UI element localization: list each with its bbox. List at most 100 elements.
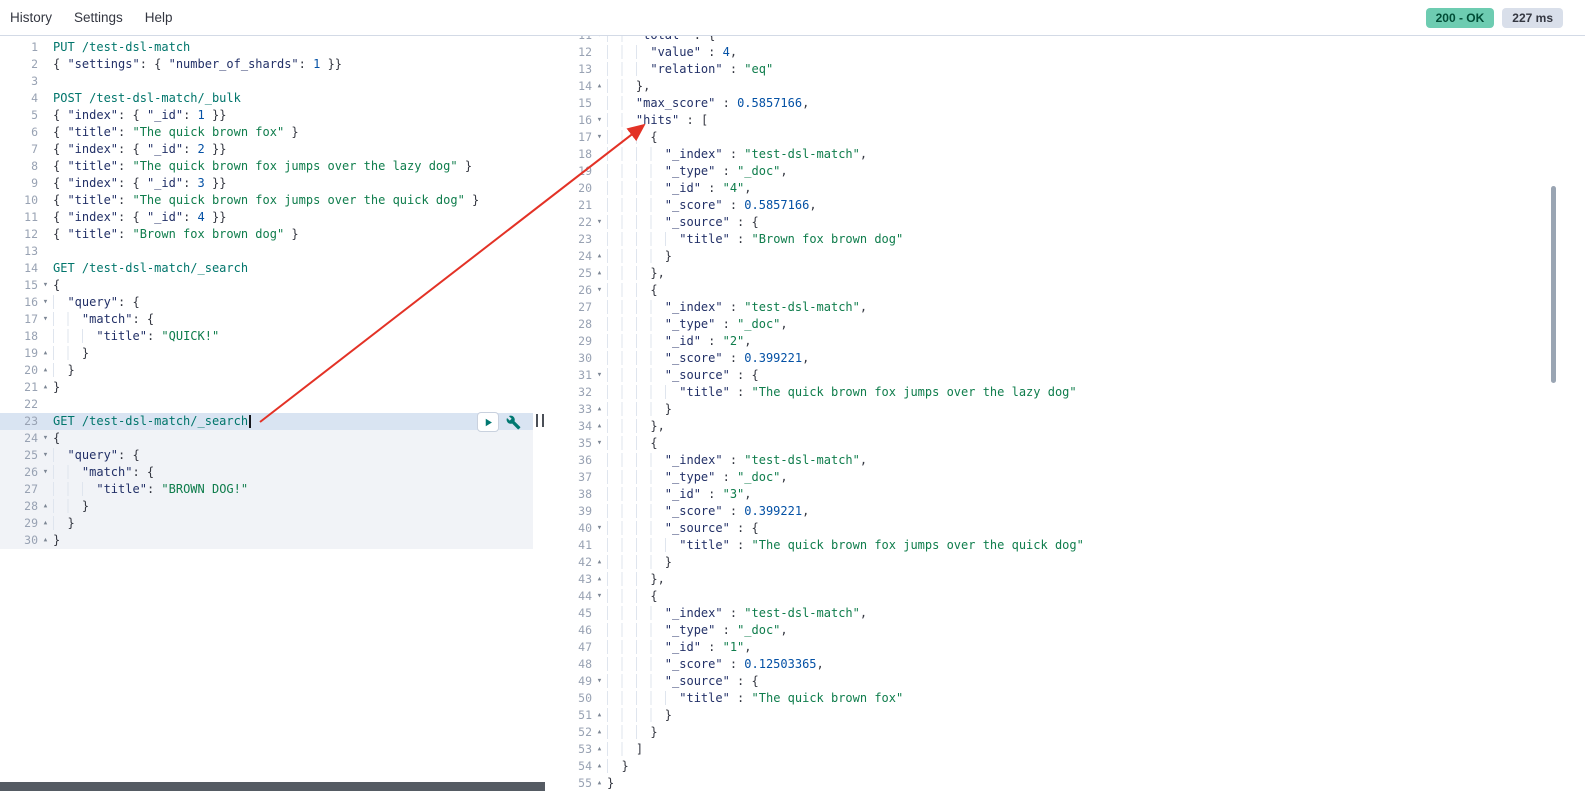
fold-close-icon[interactable]: ▴ (596, 727, 603, 737)
code-line[interactable]: 16▾ "query": { (0, 294, 533, 311)
fold-open-icon[interactable]: ▾ (596, 523, 603, 533)
code-text[interactable]: } (53, 362, 533, 379)
code-text[interactable]: { "index": { "_id": 2 }} (53, 142, 227, 156)
fold-open-icon[interactable]: ▾ (596, 676, 603, 686)
fold-open-icon[interactable]: ▾ (42, 467, 49, 477)
code-line[interactable]: 2{ "settings": { "number_of_shards": 1 }… (0, 56, 533, 73)
fold-close-icon[interactable]: ▴ (596, 761, 603, 771)
fold-close-icon[interactable]: ▴ (596, 710, 603, 720)
fold-open-icon[interactable]: ▾ (596, 591, 603, 601)
code-text[interactable]: POST /test-dsl-match/_bulk (53, 91, 241, 105)
code-text[interactable]: "title": "BROWN DOG!" (53, 481, 533, 498)
code-line[interactable]: 8{ "title": "The quick brown fox jumps o… (0, 158, 533, 175)
code-text[interactable]: "query": { (53, 447, 533, 464)
fold-open-icon[interactable]: ▾ (42, 314, 49, 324)
code-text[interactable]: PUT /test-dsl-match (53, 40, 191, 54)
code-text[interactable]: } (53, 498, 533, 515)
code-line[interactable]: 24▾{ (0, 430, 533, 447)
code-line[interactable]: 30▴} (0, 532, 533, 549)
code-line[interactable]: 6{ "title": "The quick brown fox" } (0, 124, 533, 141)
code-line[interactable]: 18 "title": "QUICK!" (0, 328, 533, 345)
code-line[interactable]: 26▾ "match": { (0, 464, 533, 481)
panel-resize-handle[interactable] (536, 414, 544, 427)
fold-open-icon[interactable]: ▾ (42, 433, 49, 443)
fold-close-icon[interactable]: ▴ (42, 501, 49, 511)
fold-open-icon[interactable]: ▾ (596, 115, 603, 125)
code-line[interactable]: 19▴ } (0, 345, 533, 362)
fold-open-icon[interactable]: ▾ (596, 132, 603, 142)
fold-open-icon[interactable]: ▾ (596, 217, 603, 227)
code-line[interactable]: 9{ "index": { "_id": 3 }} (0, 175, 533, 192)
menu-help[interactable]: Help (144, 10, 173, 25)
code-text[interactable]: "query": { (53, 294, 533, 311)
fold-open-icon[interactable]: ▾ (596, 370, 603, 380)
fold-close-icon[interactable]: ▴ (596, 744, 603, 754)
fold-close-icon[interactable]: ▴ (596, 574, 603, 584)
code-text[interactable]: { "title": "The quick brown fox jumps ov… (53, 159, 473, 173)
menu-history[interactable]: History (10, 10, 53, 25)
fold-open-icon[interactable]: ▾ (596, 438, 603, 448)
horizontal-scrollbar[interactable] (0, 782, 545, 791)
code-line[interactable]: 22 (0, 396, 533, 413)
fold-close-icon[interactable]: ▴ (42, 348, 49, 358)
code-line[interactable]: 7{ "index": { "_id": 2 }} (0, 141, 533, 158)
code-text[interactable]: { "settings": { "number_of_shards": 1 }} (53, 57, 343, 71)
code-line[interactable]: 29▴ } (0, 515, 533, 532)
code-line[interactable]: 21▴} (0, 379, 533, 396)
code-text[interactable]: GET /test-dsl-match/_search (53, 261, 249, 275)
fold-open-icon[interactable]: ▾ (42, 280, 49, 290)
fold-close-icon[interactable]: ▴ (42, 382, 49, 392)
fold-close-icon[interactable]: ▴ (596, 421, 603, 431)
code-text[interactable]: "match": { (53, 464, 533, 481)
code-text[interactable] (53, 73, 533, 90)
code-line[interactable]: 15▾{ (0, 277, 533, 294)
request-settings-button[interactable] (506, 415, 521, 430)
code-line[interactable]: 11{ "index": { "_id": 4 }} (0, 209, 533, 226)
code-text[interactable]: } (53, 345, 533, 362)
code-line[interactable]: 20▴ } (0, 362, 533, 379)
code-text[interactable]: { (53, 431, 61, 445)
code-text[interactable]: { "title": "Brown fox brown dog" } (53, 227, 299, 241)
code-text[interactable]: "match": { (53, 311, 533, 328)
fold-open-icon[interactable]: ▾ (42, 297, 49, 307)
code-text[interactable]: { "index": { "_id": 3 }} (53, 176, 227, 190)
fold-open-icon[interactable]: ▾ (592, 36, 607, 44)
code-line[interactable]: 3 (0, 73, 533, 90)
code-line[interactable]: 27 "title": "BROWN DOG!" (0, 481, 533, 498)
fold-close-icon[interactable]: ▴ (42, 535, 49, 545)
code-line[interactable]: 17▾ "match": { (0, 311, 533, 328)
fold-close-icon[interactable]: ▴ (596, 557, 603, 567)
code-text[interactable]: "title": "QUICK!" (53, 328, 533, 345)
fold-close-icon[interactable]: ▴ (42, 518, 49, 528)
code-text[interactable]: } (53, 533, 61, 547)
code-text[interactable]: GET /test-dsl-match/_search (53, 413, 533, 430)
fold-open-icon[interactable]: ▾ (42, 450, 49, 460)
code-line[interactable]: 13 (0, 243, 533, 260)
code-text[interactable]: } (53, 380, 61, 394)
code-text[interactable]: { "title": "The quick brown fox jumps ov… (53, 193, 480, 207)
fold-close-icon[interactable]: ▴ (596, 268, 603, 278)
code-text[interactable]: { (53, 278, 61, 292)
code-text[interactable] (53, 396, 533, 413)
code-line[interactable]: 10{ "title": "The quick brown fox jumps … (0, 192, 533, 209)
fold-close-icon[interactable]: ▴ (596, 251, 603, 261)
vertical-scrollbar[interactable] (1551, 186, 1556, 383)
send-request-button[interactable] (477, 412, 499, 432)
fold-open-icon[interactable]: ▾ (596, 285, 603, 295)
fold-close-icon[interactable]: ▴ (596, 81, 603, 91)
code-text[interactable]: } (53, 515, 533, 532)
fold-close-icon[interactable]: ▴ (596, 404, 603, 414)
code-line[interactable]: 25▾ "query": { (0, 447, 533, 464)
code-line[interactable]: 12{ "title": "Brown fox brown dog" } (0, 226, 533, 243)
menu-settings[interactable]: Settings (74, 10, 123, 25)
code-text[interactable]: { "index": { "_id": 4 }} (53, 210, 227, 224)
code-text[interactable] (53, 243, 533, 260)
code-line[interactable]: 28▴ } (0, 498, 533, 515)
fold-close-icon[interactable]: ▴ (42, 365, 49, 375)
fold-close-icon[interactable]: ▴ (596, 778, 603, 788)
code-text[interactable]: { "index": { "_id": 1 }} (53, 108, 227, 122)
